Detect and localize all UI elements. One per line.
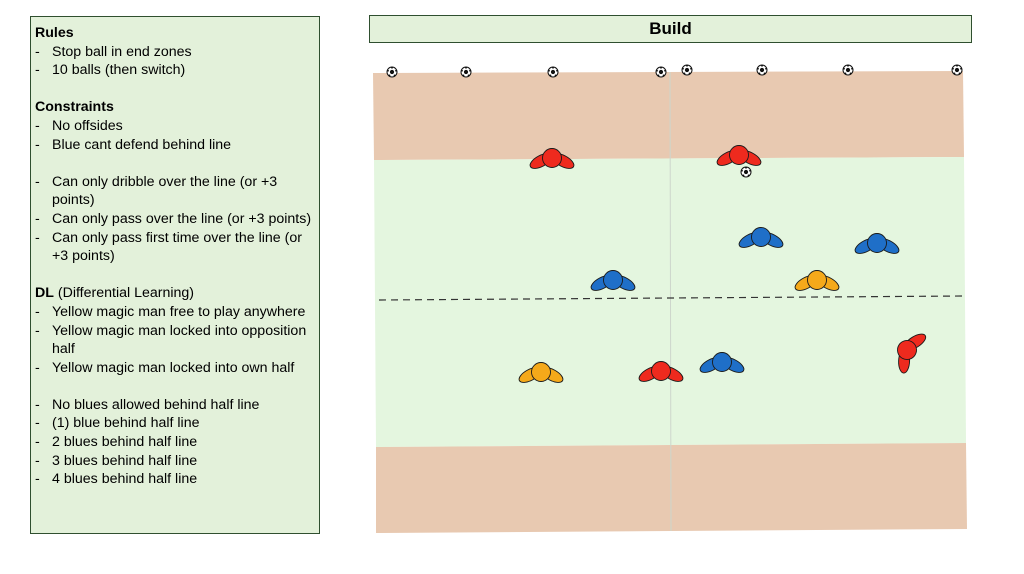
player-blue-icon <box>854 233 900 254</box>
football-icon <box>460 66 472 78</box>
dl-item: -2 blues behind half line <box>35 433 319 452</box>
dl-item: -Yellow magic man locked into opposition… <box>35 322 319 359</box>
football-icon <box>655 66 667 78</box>
football-icon <box>951 64 963 76</box>
rule-text: Stop ball in end zones <box>52 43 192 60</box>
constraint-text: Can only pass first time over the line (… <box>52 229 302 265</box>
dl-text: 4 blues behind half line <box>52 471 198 488</box>
bullet-dash: - <box>35 229 40 246</box>
dl-item: -Yellow magic man locked into own half <box>35 359 319 378</box>
bullet-dash: - <box>35 136 40 153</box>
football-icon <box>740 166 752 178</box>
dl-text: No blues allowed behind half line <box>52 396 260 413</box>
rule-text: 10 balls (then switch) <box>52 62 186 79</box>
dl-heading: DL <box>35 285 54 302</box>
dl-text: (1) blue behind half line <box>52 415 200 432</box>
player-red-icon <box>529 148 575 169</box>
rule-item: -10 balls (then switch) <box>35 61 319 80</box>
bullet-dash: - <box>35 434 40 451</box>
player-red-icon <box>897 333 927 374</box>
constraint-text: No offsides <box>52 117 123 134</box>
bullet-dash: - <box>35 117 40 134</box>
football-icon <box>756 64 768 76</box>
spacer <box>35 377 319 396</box>
constraint-item: -No offsides <box>35 117 319 136</box>
pitch-diagram <box>373 64 967 533</box>
constraint-item: -Can only pass over the line (or +3 poin… <box>35 210 319 229</box>
end-zone-bottom <box>376 443 967 533</box>
dl-list: -Yellow magic man free to play anywhere-… <box>35 303 319 377</box>
dl-text: 3 blues behind half line <box>52 452 198 469</box>
bullet-dash: - <box>35 322 40 339</box>
bullet-dash: - <box>35 43 40 60</box>
player-red-icon <box>716 145 762 166</box>
constraints-list: -Can only dribble over the line (or +3 p… <box>35 173 319 266</box>
players-layer <box>518 145 927 383</box>
dl-item: -Yellow magic man free to play anywhere <box>35 303 319 322</box>
bullet-dash: - <box>35 471 40 488</box>
balls-layer <box>386 64 963 178</box>
player-yellow-icon <box>518 362 564 383</box>
constraint-item: -Can only pass first time over the line … <box>35 229 319 266</box>
bullet-dash: - <box>35 173 40 190</box>
bullet-dash: - <box>35 210 40 227</box>
bullet-dash: - <box>35 62 40 79</box>
end-zone-top <box>373 71 964 160</box>
dl-text: Yellow magic man free to play anywhere <box>52 303 306 320</box>
player-red-icon <box>638 361 684 382</box>
football-icon <box>681 64 693 76</box>
dl-heading-line: DL (Differential Learning) <box>35 284 319 303</box>
dl-text: 2 blues behind half line <box>52 434 198 451</box>
dl-item: -No blues allowed behind half line <box>35 396 319 415</box>
bullet-dash: - <box>35 359 40 376</box>
dl-text: Yellow magic man locked into opposition … <box>52 322 307 358</box>
player-yellow-icon <box>794 270 840 291</box>
dl-heading-suffix: (Differential Learning) <box>53 285 195 302</box>
constraint-text: Can only pass over the line (or +3 point… <box>52 210 312 227</box>
constraint-item: -Can only dribble over the line (or +3 p… <box>35 173 319 210</box>
constraint-text: Blue cant defend behind line <box>52 136 232 153</box>
bullet-dash: - <box>35 396 40 413</box>
vertical-center-line <box>669 71 672 532</box>
rules-panel: Rules -Stop ball in end zones-10 balls (… <box>30 16 320 534</box>
dl-list: -No blues allowed behind half line-(1) b… <box>35 396 319 489</box>
football-icon <box>386 66 398 78</box>
constraint-text: Can only dribble over the line (or +3 po… <box>52 173 278 209</box>
dl-item: -(1) blue behind half line <box>35 414 319 433</box>
spacer <box>35 266 319 285</box>
bullet-dash: - <box>35 415 40 432</box>
constraints-heading: Constraints <box>35 99 114 116</box>
dl-item: -3 blues behind half line <box>35 452 319 471</box>
bullet-dash: - <box>35 452 40 469</box>
player-blue-icon <box>699 352 745 373</box>
player-blue-icon <box>590 270 636 291</box>
dl-item: -4 blues behind half line <box>35 470 319 489</box>
spacer <box>35 154 319 173</box>
football-icon <box>547 66 559 78</box>
spacer <box>35 80 319 99</box>
dl-text: Yellow magic man locked into own half <box>52 359 295 376</box>
half-line <box>378 295 966 301</box>
rules-list: -Stop ball in end zones-10 balls (then s… <box>35 43 319 80</box>
constraints-list: -No offsides-Blue cant defend behind lin… <box>35 117 319 154</box>
constraint-item: -Blue cant defend behind line <box>35 136 319 155</box>
page-title: Build <box>369 15 972 43</box>
rules-heading: Rules <box>35 25 74 41</box>
rule-item: -Stop ball in end zones <box>35 43 319 62</box>
football-icon <box>842 64 854 76</box>
player-blue-icon <box>738 227 784 248</box>
bullet-dash: - <box>35 303 40 320</box>
